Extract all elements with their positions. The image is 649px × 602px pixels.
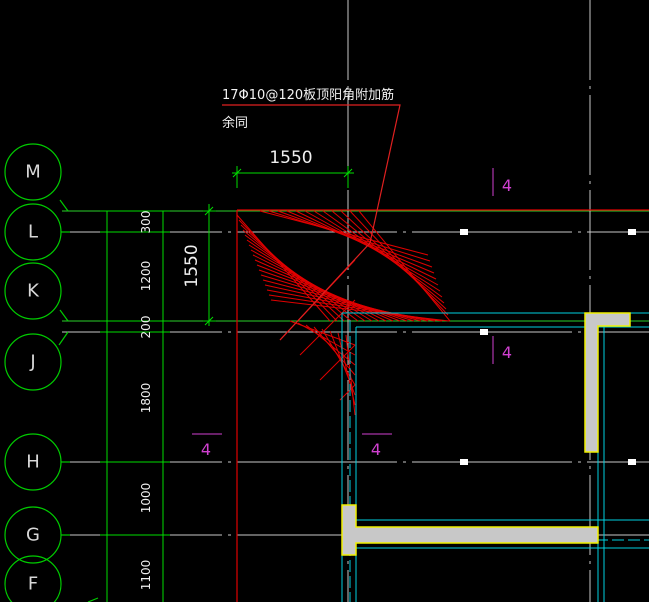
grid-bubbles: [4, 143, 99, 602]
rebar-leader: [222, 104, 401, 341]
hatch-line: [340, 210, 447, 310]
hatch-line: [256, 264, 401, 322]
dim-text-1200: 1200: [139, 261, 153, 292]
grid-label-h: H: [26, 452, 40, 473]
dim-text-200: 200: [139, 316, 153, 339]
rebar-note-line2: 余同: [222, 115, 248, 131]
dim-text-top: 1550: [269, 148, 312, 168]
hatch-line: [319, 344, 356, 381]
column-corner-right: [584, 312, 631, 453]
dim-text-vertical: 1550: [182, 244, 202, 287]
section-mark-3: 4: [201, 440, 211, 459]
rebar-note-line1: 17Φ10@120板顶阳角附加筋: [222, 87, 394, 103]
grid-bubble-m[interactable]: [4, 143, 62, 201]
dimension-lines: [100, 166, 354, 602]
grid-label-l: L: [28, 222, 38, 243]
hatch-line: [270, 299, 450, 322]
section-marks: [192, 168, 494, 435]
columns: [341, 312, 631, 556]
hatch-line: [349, 210, 449, 316]
hatch-line: [297, 322, 356, 356]
hatch-line: [331, 210, 445, 304]
grid-label-k: K: [27, 281, 40, 302]
grid-label-g: G: [26, 525, 40, 546]
grid-label-j: J: [29, 352, 35, 373]
grid-bubble-f[interactable]: [4, 555, 62, 602]
dim-text-1000: 1000: [139, 483, 153, 514]
grid-bubble-j[interactable]: [4, 333, 62, 391]
dim-text-1100: 1100: [139, 560, 153, 591]
grid-label-group: M L K J H G F: [25, 162, 41, 595]
hatch-line: [299, 299, 356, 356]
wall-bottom: [341, 504, 599, 556]
hatch-line: [358, 210, 451, 322]
dim-text-300: 300: [139, 211, 153, 234]
section-mark-1: 4: [502, 176, 512, 195]
section-mark-4: 4: [371, 440, 381, 459]
slab-edge: [236, 209, 649, 602]
chain-dimension-texts: 300 1200 200 1800 1000 1100: [139, 211, 153, 591]
dim-text-1800: 1800: [139, 383, 153, 414]
grid-label-f: F: [28, 574, 38, 595]
intersection-marks: [460, 229, 636, 465]
grid-label-m: M: [25, 162, 41, 183]
hatch-line: [305, 324, 356, 366]
hatch-line: [313, 210, 441, 292]
section-mark-2: 4: [502, 343, 512, 362]
walls: [341, 312, 649, 602]
hatch-line: [322, 210, 443, 298]
hatch-line: [254, 259, 394, 322]
grid-bubble-k[interactable]: [4, 262, 62, 320]
